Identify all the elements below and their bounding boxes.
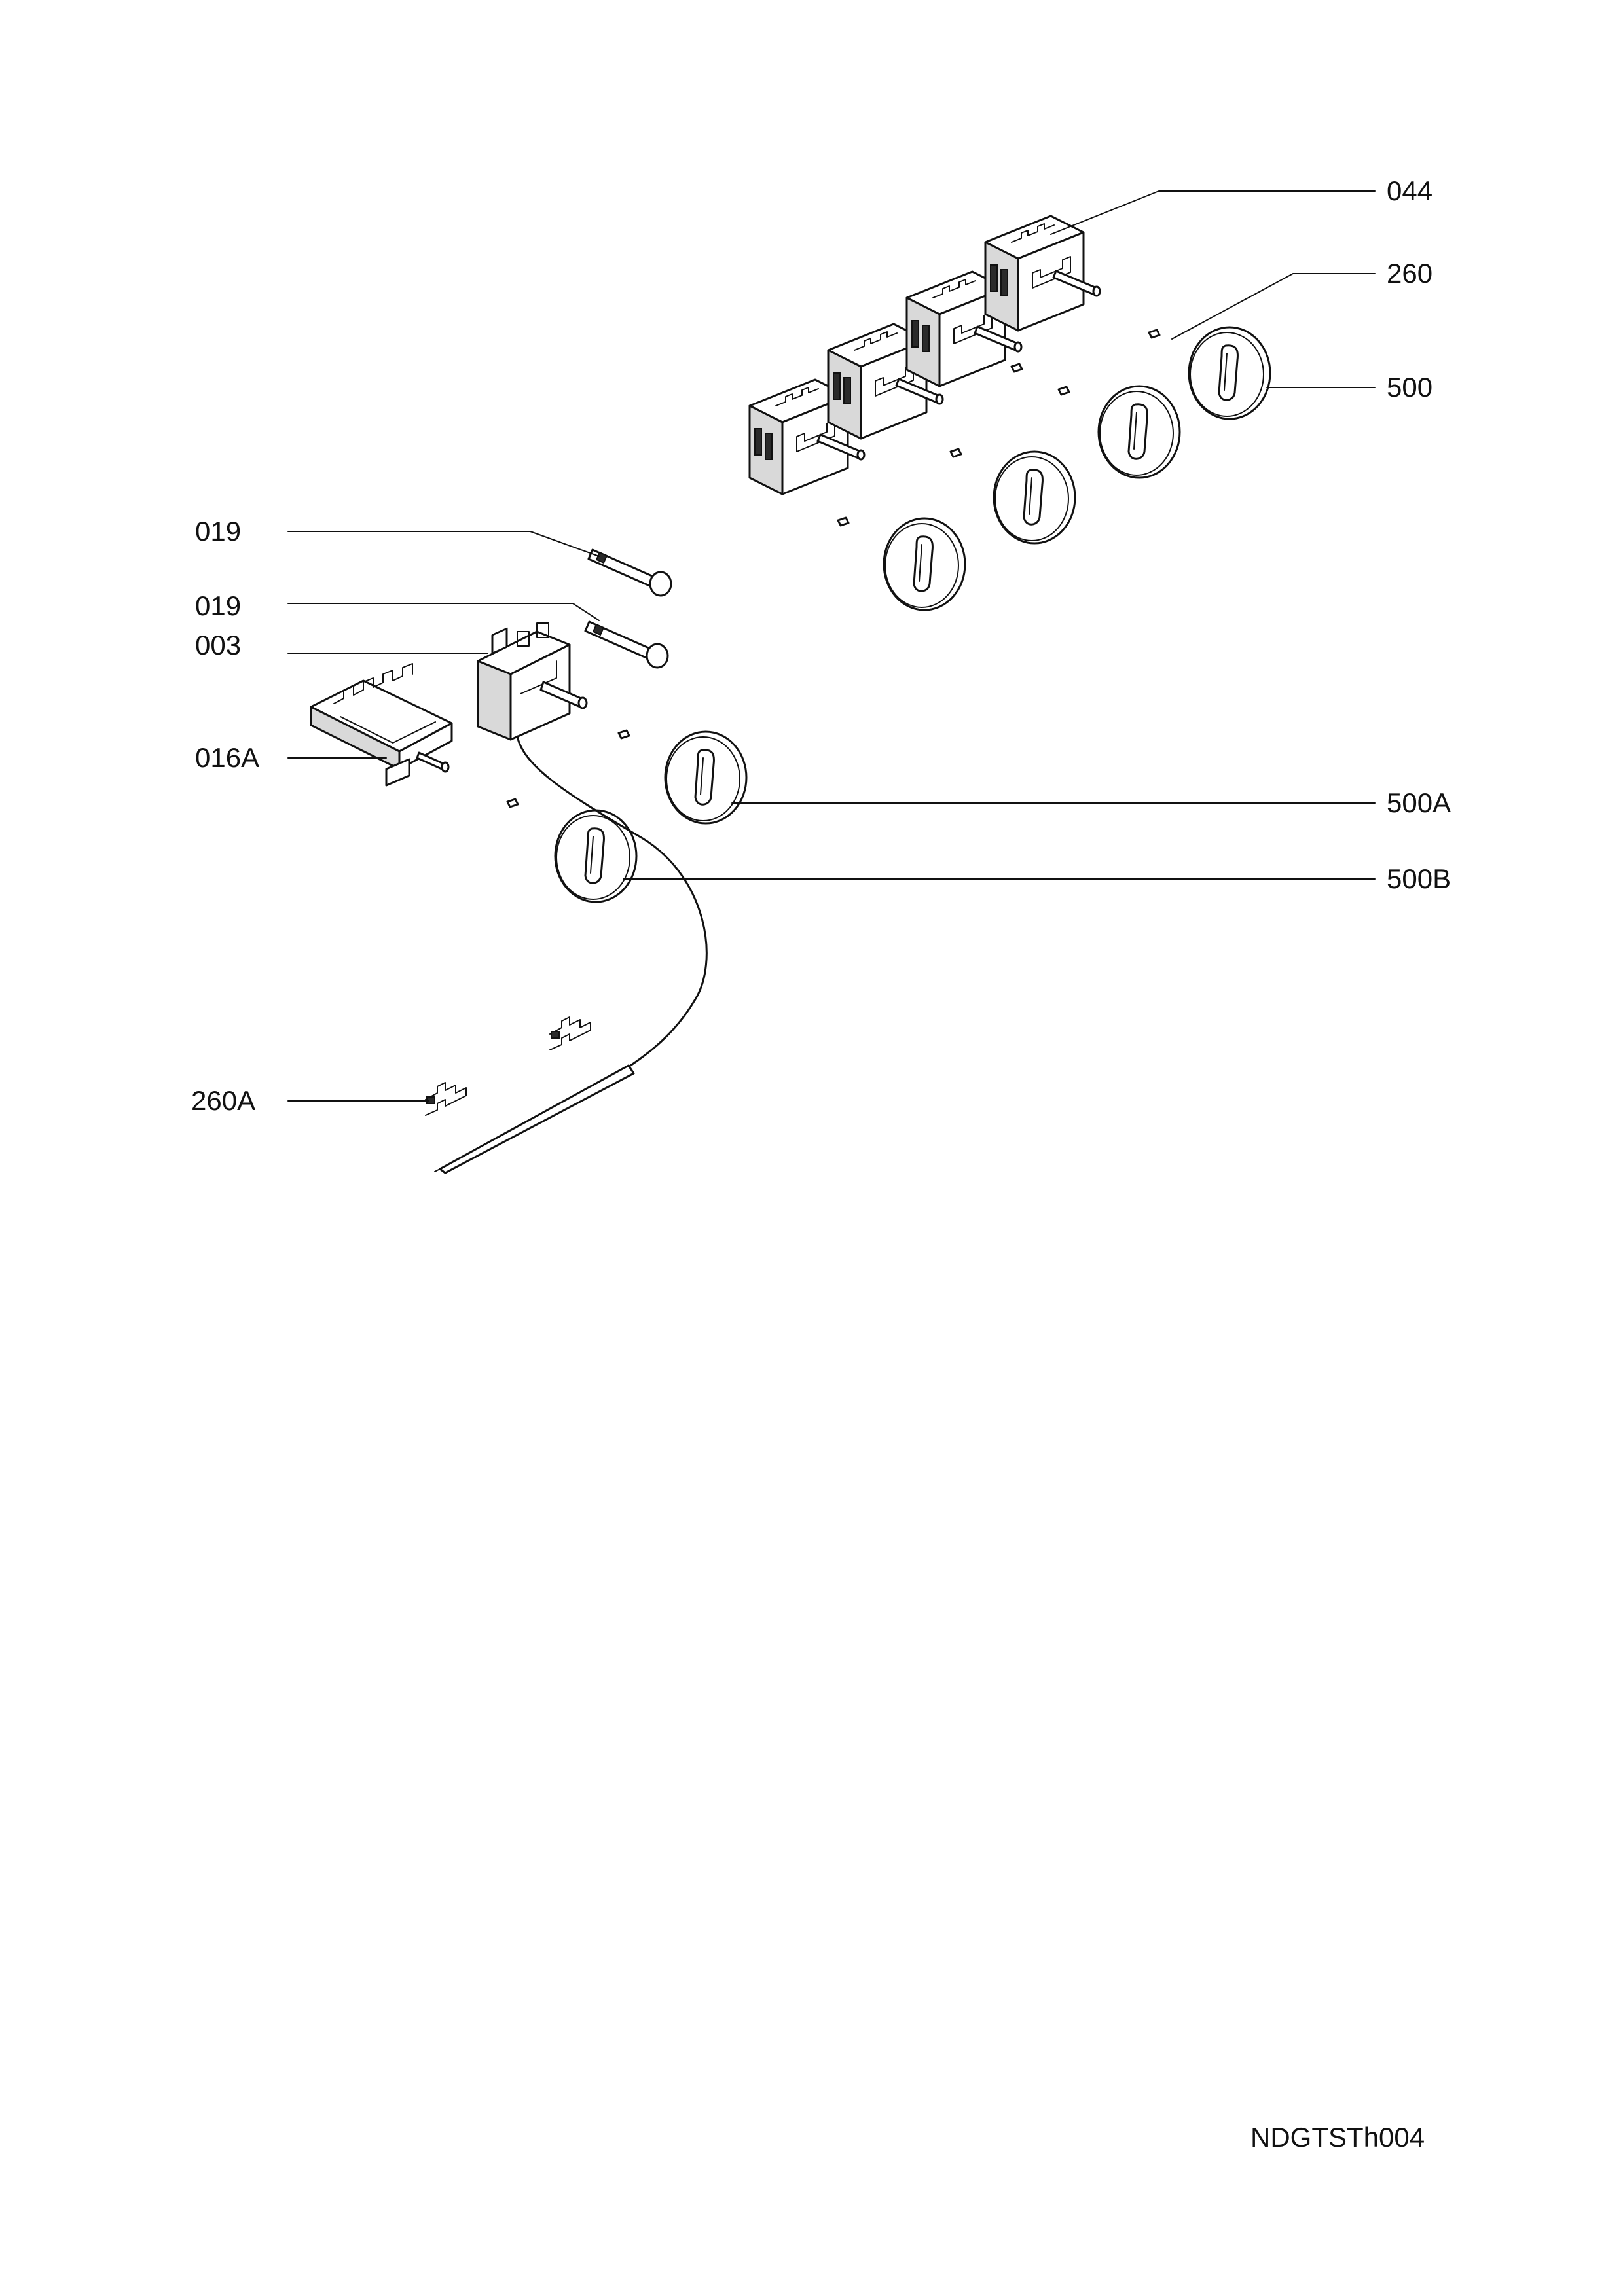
pilot-lamps-019 xyxy=(584,548,672,669)
thermostat-003 xyxy=(434,622,708,1174)
callout-500B: 500B xyxy=(1387,863,1451,894)
callout-260A: 260A xyxy=(191,1085,255,1116)
callout-044: 044 xyxy=(1387,175,1432,206)
selector-switch-016A xyxy=(310,663,453,787)
leader-lines xyxy=(287,190,1376,1102)
callout-019-lower: 019 xyxy=(195,590,241,621)
callout-019-upper: 019 xyxy=(195,516,241,547)
callout-003: 003 xyxy=(195,630,241,660)
callout-labels: 044 260 500 019 019 003 016A 500A 500B 2… xyxy=(191,175,1451,1116)
callout-260: 260 xyxy=(1387,258,1432,289)
control-knob-500A xyxy=(664,730,748,825)
control-knob-500B xyxy=(554,809,638,903)
callout-500: 500 xyxy=(1387,372,1432,403)
callout-500A: 500A xyxy=(1387,787,1451,818)
regulator-switches-044 xyxy=(748,215,1101,495)
callout-016A: 016A xyxy=(195,742,259,773)
drawing-code: NDGTSTh004 xyxy=(1250,2122,1425,2153)
